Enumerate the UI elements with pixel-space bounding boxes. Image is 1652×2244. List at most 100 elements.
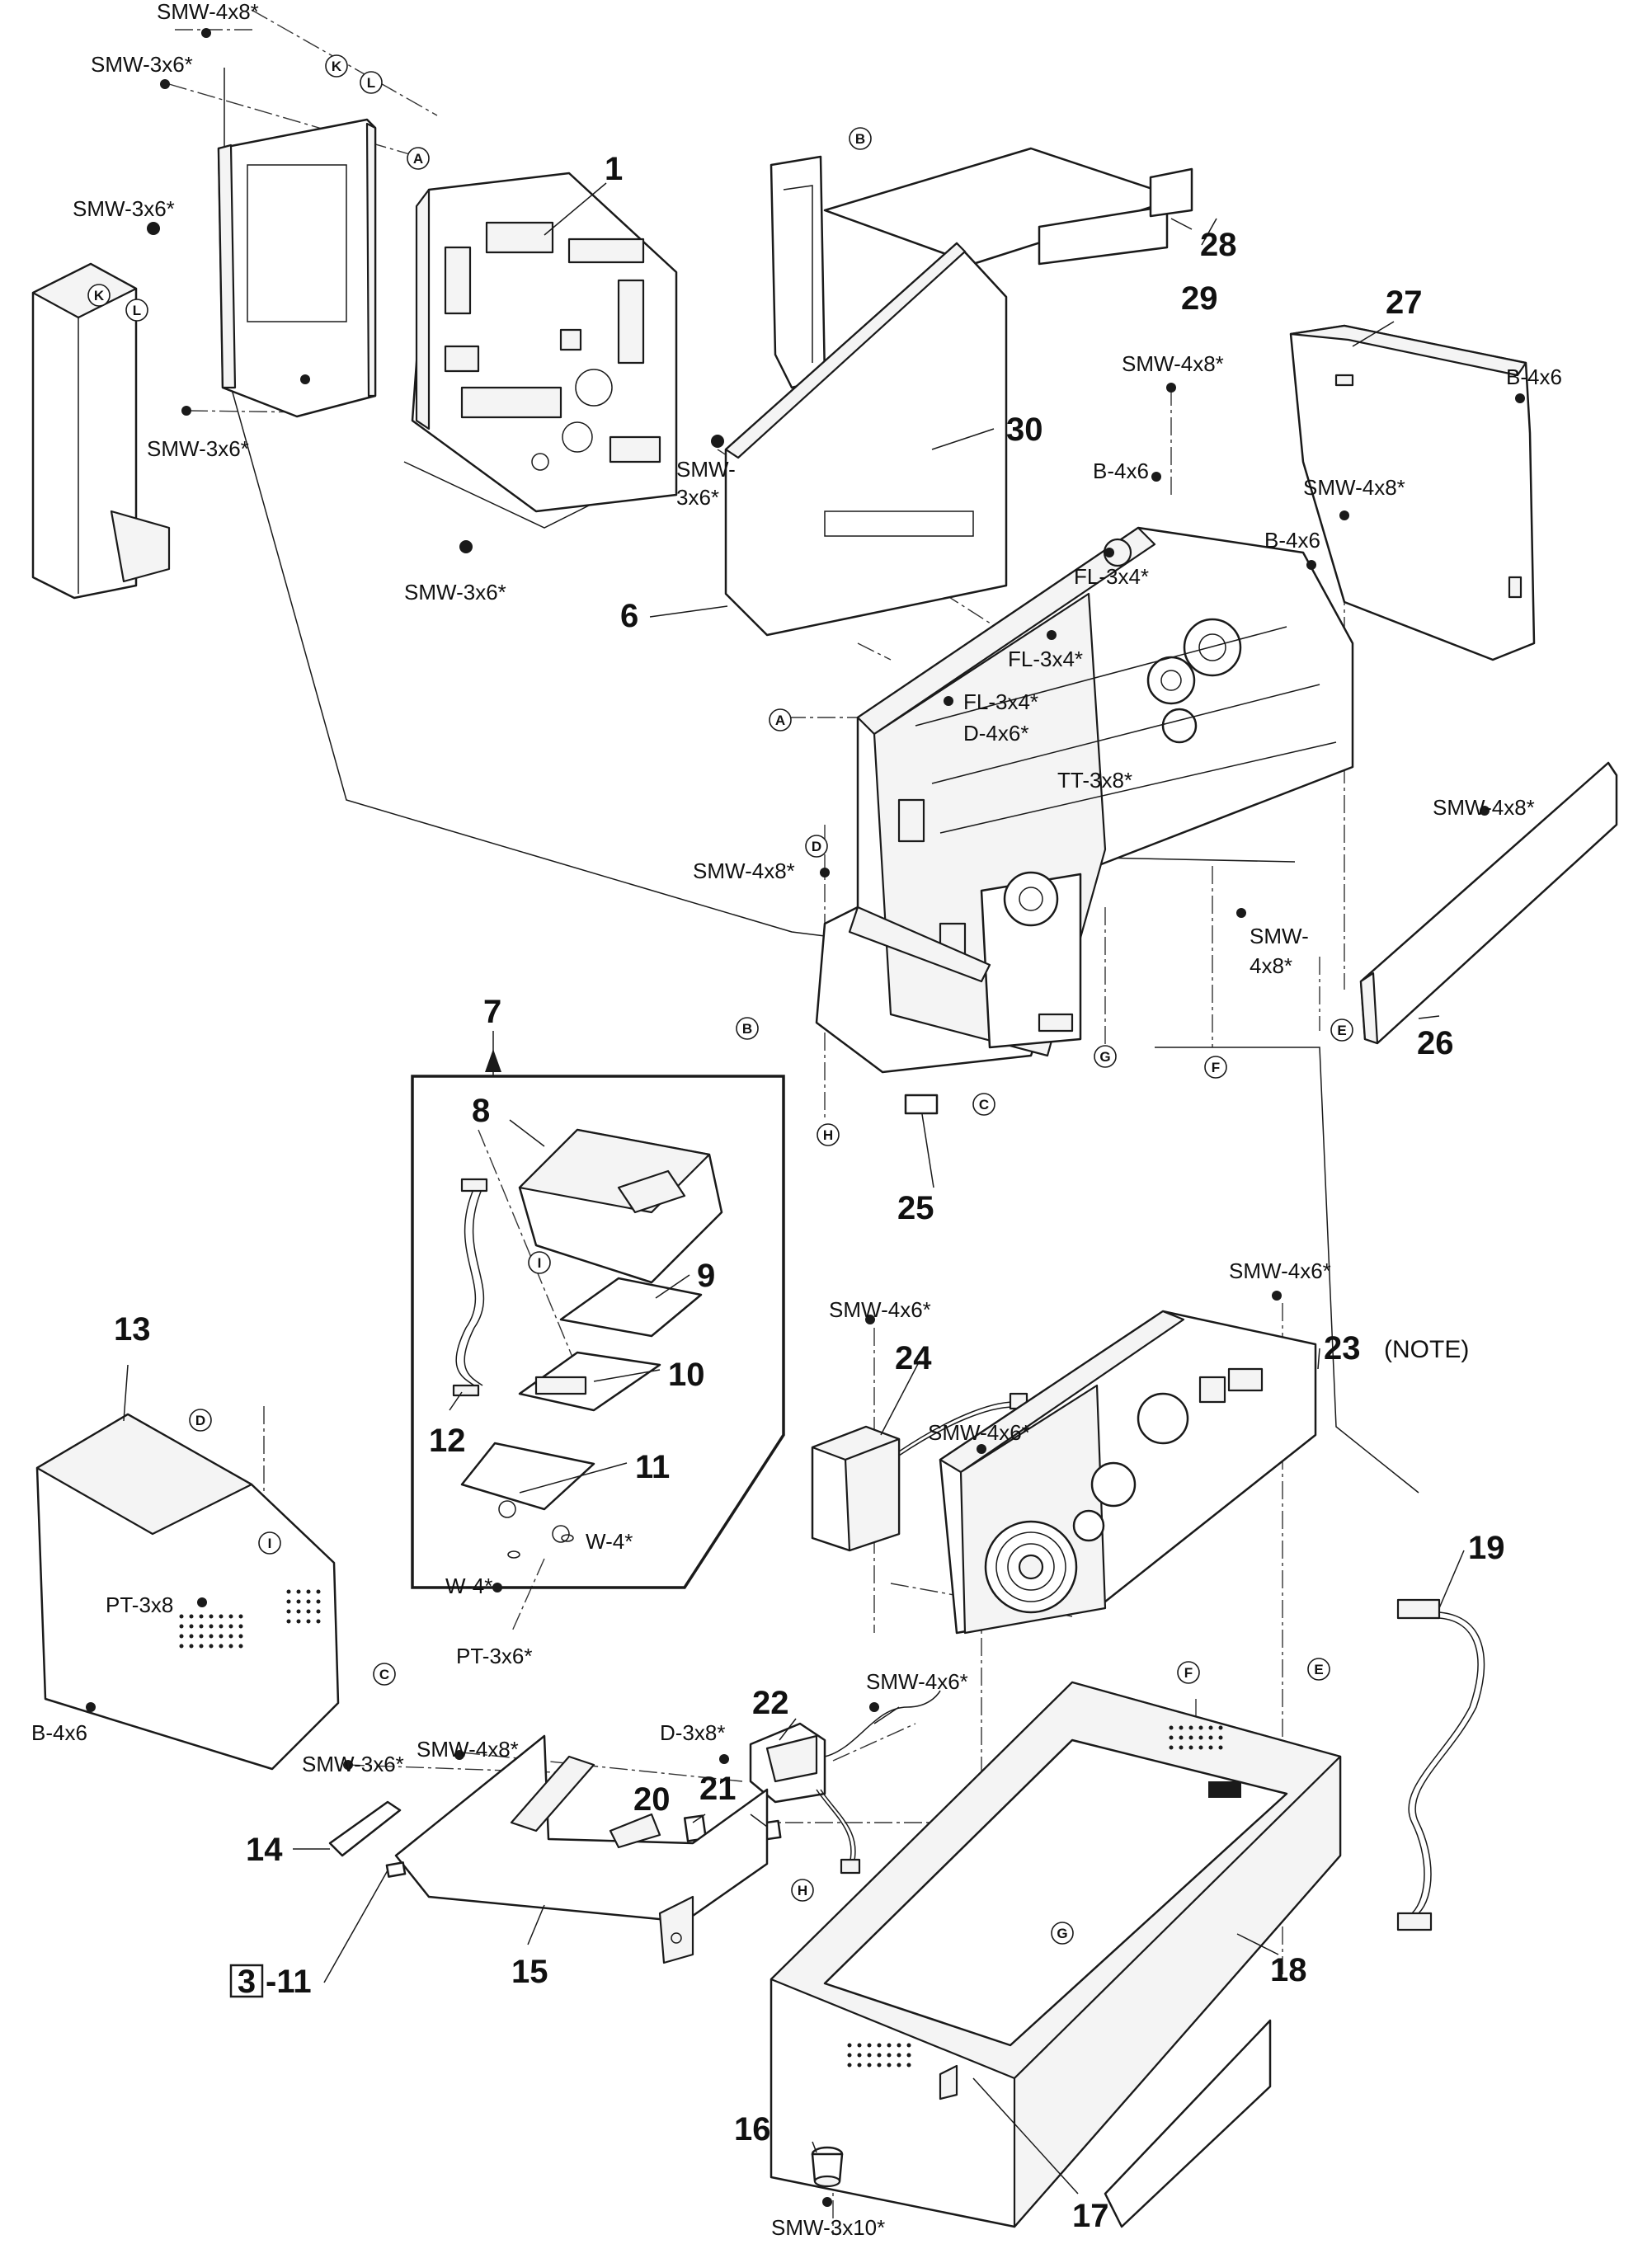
connector-b-top: B: [849, 127, 872, 150]
svg-text:B: B: [855, 131, 865, 147]
filter-22: [749, 1690, 941, 1875]
base-vents: [847, 1725, 1223, 2068]
part-25: 25: [897, 1190, 934, 1226]
svg-text:C: C: [379, 1667, 389, 1682]
part-24: 24: [895, 1340, 932, 1376]
connector-markers: K L A B K L A D B C H G F E I D I C F E …: [87, 54, 1353, 1945]
ref-box: [229, 1964, 264, 1998]
part-21: 21: [699, 1771, 737, 1807]
svg-text:L: L: [133, 303, 141, 318]
connector-c-mid: C: [972, 1093, 995, 1116]
screw-label: SMW-: [676, 457, 736, 482]
part-14: 14: [246, 1832, 283, 1868]
left-cover: [31, 262, 171, 600]
screw-label: B-4x6: [31, 1720, 87, 1745]
svg-text:I: I: [538, 1255, 542, 1271]
screw-label: SMW-3x6*: [404, 580, 506, 605]
screw-label: TT-3x8*: [1057, 768, 1132, 793]
connector-g-base: G: [1051, 1922, 1074, 1945]
printer-chassis: [815, 526, 1354, 1074]
transformer-24: [811, 1392, 1028, 1552]
svg-text:F: F: [1212, 1060, 1220, 1075]
base-18: [770, 1681, 1342, 2228]
svg-text:D: D: [195, 1413, 205, 1428]
screw-label: SMW-4x8*: [693, 859, 795, 883]
plate-14: [328, 1800, 402, 1857]
part-11: 11: [635, 1449, 670, 1485]
svg-text:H: H: [823, 1127, 833, 1143]
screw-labels: SMW-4x8* SMW-3x6* SMW-3x6* SMW-3x6* SMW-…: [31, 0, 1562, 2240]
part-8: 8: [472, 1093, 490, 1129]
screw-label: SMW-3x6*: [147, 436, 249, 461]
connector-k-top: K: [325, 54, 348, 78]
svg-text:K: K: [94, 288, 105, 303]
part-20: 20: [633, 1781, 671, 1818]
power-supply-23: [939, 1310, 1317, 1635]
b-bracket: [770, 155, 826, 389]
connector-i-cover: I: [258, 1531, 281, 1555]
screw-label: 4x8*: [1250, 953, 1292, 978]
part-18: 18: [1270, 1952, 1307, 1988]
label-25: [904, 1094, 939, 1115]
screw-label: SMW-4x6*: [1229, 1258, 1331, 1283]
part-17: 17: [1072, 2198, 1109, 2234]
part-30: 30: [1006, 412, 1043, 448]
connector-k-left: K: [87, 284, 111, 307]
screw-label: PT-3x8: [106, 1592, 173, 1617]
part-9: 9: [697, 1258, 715, 1294]
part-28: 28: [1200, 227, 1237, 263]
connector-d-cover: D: [189, 1409, 212, 1432]
screw-label: 3x6*: [676, 485, 719, 510]
svg-text:A: A: [775, 713, 785, 728]
side-cover-13: [35, 1413, 340, 1771]
screw-label: SMW-3x6*: [302, 1752, 404, 1776]
part-27: 27: [1386, 285, 1423, 321]
part-26: 26: [1417, 1025, 1454, 1061]
screw-label: SMW-4x8*: [417, 1737, 519, 1762]
side-panel-26: [1359, 761, 1618, 1045]
screw-label: SMW-4x6*: [866, 1669, 968, 1694]
part-7: 7: [483, 994, 501, 1030]
cable-19: [1396, 1598, 1485, 1931]
connector-f-mid: F: [1204, 1056, 1227, 1079]
svg-text:E: E: [1337, 1023, 1346, 1038]
svg-text:F: F: [1184, 1665, 1193, 1681]
part-23: 23: [1324, 1330, 1361, 1367]
screw-label: SMW-: [1250, 924, 1309, 948]
connector-a-top: A: [407, 147, 430, 170]
connector-c-cover: C: [373, 1663, 396, 1686]
part-1: 1: [605, 151, 623, 187]
connector-h-mid: H: [817, 1123, 840, 1146]
ref-box-number: 3: [238, 1964, 256, 2000]
connector-l-top: L: [360, 71, 383, 94]
main-pcb: [411, 172, 678, 513]
part-13: 13: [114, 1311, 151, 1348]
connector-d-mid: D: [805, 835, 828, 858]
screw-label: SMW-3x6*: [73, 196, 175, 221]
connector-e-mid: E: [1330, 1019, 1353, 1042]
operation-panel-assembly: [411, 1031, 785, 1589]
screw-label: SMW-4x8*: [1303, 475, 1405, 500]
svg-text:C: C: [979, 1097, 989, 1113]
svg-text:D: D: [812, 839, 821, 854]
vent-holes: [179, 1589, 321, 1649]
guide-plate-30: [724, 242, 1008, 637]
part-19: 19: [1468, 1530, 1505, 1566]
svg-text:L: L: [367, 75, 375, 91]
top-cover-27: [1289, 324, 1536, 661]
part-29: 29: [1181, 280, 1218, 317]
connector-e-base: E: [1307, 1658, 1330, 1681]
screw-label: SMW-4x6*: [928, 1420, 1030, 1445]
screw-label: SMW-4x8*: [1122, 351, 1224, 376]
connector-a-mid: A: [769, 708, 792, 732]
screw-label: FL-3x4*: [963, 689, 1038, 714]
screw-label: SMW-4x8*: [157, 0, 259, 24]
part-leaders: [123, 182, 1465, 2195]
screw-label: SMW-3x10*: [771, 2215, 885, 2240]
base-bracket-15: [394, 1734, 769, 1964]
part-numbers: 1 6 7 8 9 10 11 12 13 14 15 16 17 18 19 …: [114, 151, 1505, 2234]
svg-text:H: H: [798, 1883, 807, 1898]
screw-label: FL-3x4*: [1074, 564, 1149, 589]
paper-sheet-28-29: [823, 147, 1193, 266]
